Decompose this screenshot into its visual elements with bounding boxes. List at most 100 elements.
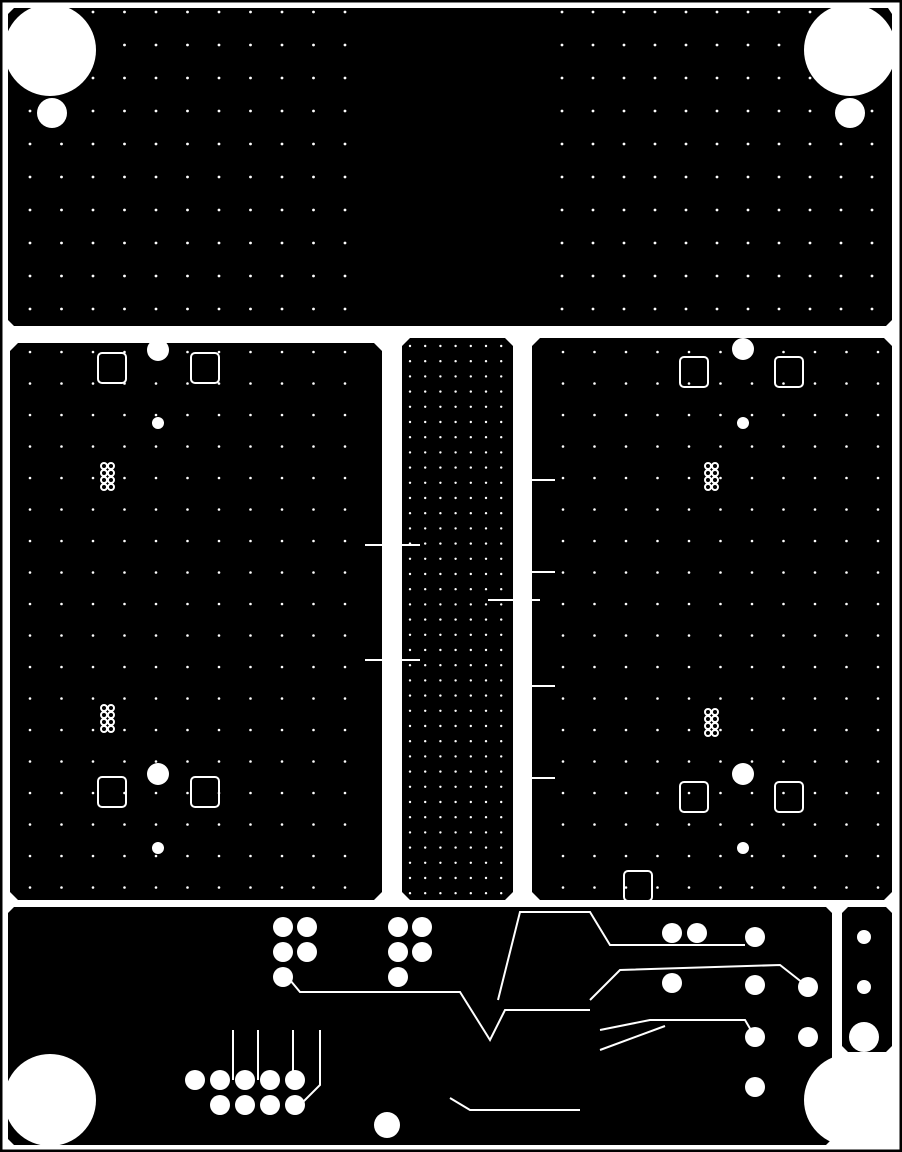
via: [249, 854, 252, 858]
via: [719, 413, 722, 417]
bottom-right-pour: [842, 907, 892, 1052]
via: [500, 892, 503, 895]
via: [561, 571, 565, 574]
via: [656, 886, 659, 889]
via: [839, 142, 843, 146]
via: [343, 76, 347, 80]
via: [715, 307, 719, 311]
via: [439, 694, 442, 697]
via: [746, 142, 750, 146]
via: [469, 679, 472, 682]
via: [123, 728, 126, 732]
via: [439, 542, 442, 545]
via: [656, 634, 659, 637]
via: [484, 496, 488, 500]
via: [154, 307, 158, 311]
via: [154, 823, 158, 826]
via: [500, 740, 503, 743]
via: [715, 241, 719, 245]
via: [91, 109, 95, 113]
via: [408, 664, 412, 667]
via: [813, 508, 817, 511]
component-pad: [774, 781, 804, 813]
via: [91, 382, 95, 385]
via: [687, 697, 691, 700]
via: [343, 175, 347, 179]
via: [343, 413, 347, 417]
via: [813, 602, 817, 606]
via-cluster-pad: [711, 483, 719, 491]
via: [343, 760, 347, 763]
via: [624, 823, 628, 826]
via: [782, 602, 785, 606]
via: [782, 350, 785, 354]
via: [484, 664, 488, 667]
via: [719, 602, 722, 606]
via: [782, 728, 785, 732]
via: [186, 445, 189, 448]
via: [687, 476, 691, 480]
via: [593, 854, 596, 858]
via: [312, 109, 315, 113]
via: [123, 175, 126, 179]
via: [408, 344, 412, 348]
via: [593, 602, 596, 606]
via: [408, 466, 412, 469]
via: [186, 76, 189, 80]
via: [746, 109, 750, 113]
via: [622, 274, 626, 278]
via: [656, 508, 659, 511]
via: [750, 539, 754, 543]
via: [249, 886, 252, 889]
via: [845, 571, 848, 574]
via: [186, 791, 189, 795]
via: [845, 886, 848, 889]
via: [808, 307, 812, 311]
via: [454, 603, 457, 606]
via: [454, 542, 457, 545]
via: [839, 208, 843, 212]
via: [656, 539, 659, 543]
through-hole-pad: [857, 930, 871, 944]
via: [154, 508, 158, 511]
mounting-hole: [37, 98, 67, 128]
via: [408, 481, 412, 484]
via: [687, 634, 691, 637]
via: [424, 679, 427, 682]
via: [715, 208, 719, 212]
through-hole-pad: [388, 942, 408, 962]
via: [123, 142, 126, 146]
via: [123, 602, 126, 606]
via: [484, 861, 488, 864]
via: [424, 785, 427, 788]
via: [217, 43, 221, 47]
via: [624, 602, 628, 606]
via: [186, 208, 189, 212]
via: [343, 886, 347, 889]
via: [280, 208, 284, 212]
via: [746, 307, 750, 311]
via: [500, 861, 503, 864]
through-hole-pad: [745, 927, 765, 947]
via: [500, 451, 503, 454]
top-pour: [8, 8, 892, 326]
via: [439, 800, 442, 804]
via: [28, 476, 32, 480]
via: [28, 602, 32, 606]
mounting-hole: [732, 763, 754, 785]
via: [154, 886, 158, 889]
via: [808, 76, 812, 80]
via: [750, 728, 754, 732]
via: [154, 602, 158, 606]
via: [91, 728, 95, 732]
via: [469, 466, 472, 469]
via: [91, 142, 95, 146]
via: [561, 602, 565, 606]
via: [249, 350, 252, 354]
via: [715, 175, 719, 179]
via: [813, 413, 817, 417]
via: [750, 602, 754, 606]
via: [591, 175, 595, 179]
via: [870, 43, 874, 47]
via: [591, 274, 595, 278]
